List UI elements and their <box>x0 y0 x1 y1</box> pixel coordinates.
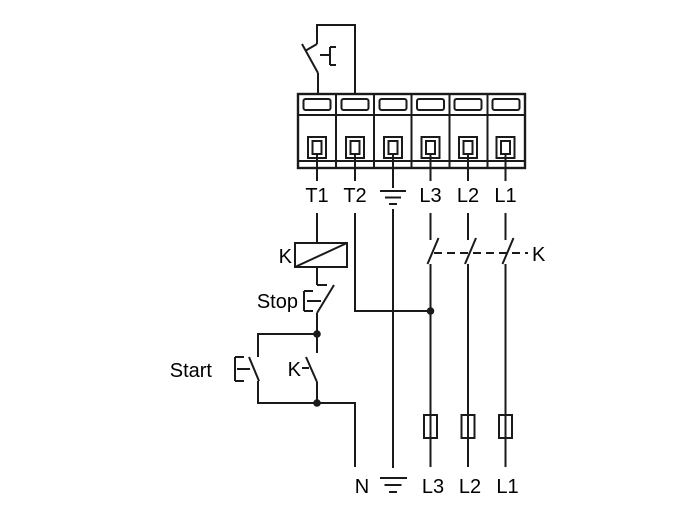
terminal-label-t2: T2 <box>343 185 366 207</box>
terminal-label-l3: L3 <box>419 185 441 207</box>
terminal-label-l2: L2 <box>457 185 479 207</box>
terminal-label-t1: T1 <box>305 185 328 207</box>
terminal-screw <box>307 136 516 159</box>
wire-t2-to-l3 <box>354 213 431 312</box>
fuse-icon <box>423 414 513 439</box>
no-contact-icon <box>302 356 318 383</box>
supply-label-l2: L2 <box>459 476 481 498</box>
terminal-slot <box>302 98 521 111</box>
no-pushbutton-contact-icon <box>234 356 260 382</box>
start-label: Start <box>170 360 213 382</box>
wire-start-branch-top <box>257 333 317 357</box>
main-contact-label: K <box>532 244 546 266</box>
supply-label-l3: L3 <box>422 476 444 498</box>
neutral-label: N <box>355 476 369 498</box>
contactor-coil-icon <box>294 242 348 268</box>
earth-ground-icon <box>380 477 407 493</box>
wire-to-neutral <box>317 402 356 467</box>
coil-label: K <box>279 246 293 268</box>
wire-start-branch-bottom <box>257 381 317 404</box>
supply-label-l1: L1 <box>496 476 518 498</box>
terminal-label-l1: L1 <box>494 185 516 207</box>
thermal-overload-switch-icon <box>301 24 356 94</box>
stop-label: Stop <box>257 291 298 313</box>
aux-contact-label: K <box>288 359 302 381</box>
earth-ground-icon <box>380 190 406 205</box>
nc-pushbutton-contact-icon <box>303 284 335 314</box>
terminal-block-icon <box>296 92 527 188</box>
three-pole-contact-icon <box>426 213 528 265</box>
